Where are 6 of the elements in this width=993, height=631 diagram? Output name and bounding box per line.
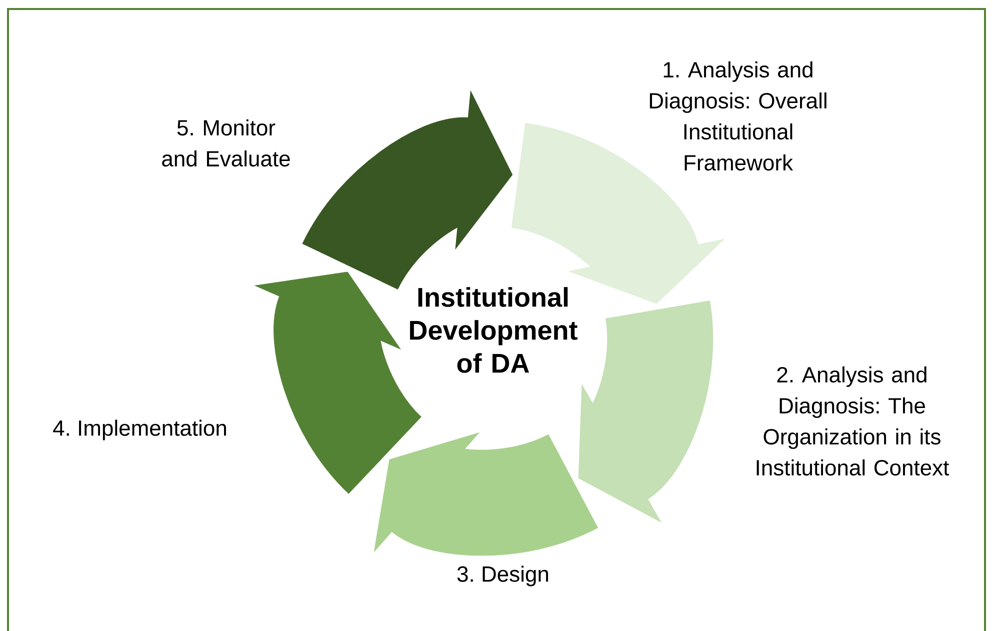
stage-label: 1. Analysis and Diagnosis: Overall Institutional Framework (650, 61, 826, 171)
stage-label: 2. Analysis and Diagnosis: The Organization in its Institutional Context (756, 366, 950, 476)
stage-label: 4. Implementation (53, 420, 226, 440)
stage-label: 5. Monitor and Evaluate (162, 119, 290, 167)
center-title: Institutional Development of DA (410, 287, 578, 373)
stage-label: 3. Design (457, 566, 548, 586)
